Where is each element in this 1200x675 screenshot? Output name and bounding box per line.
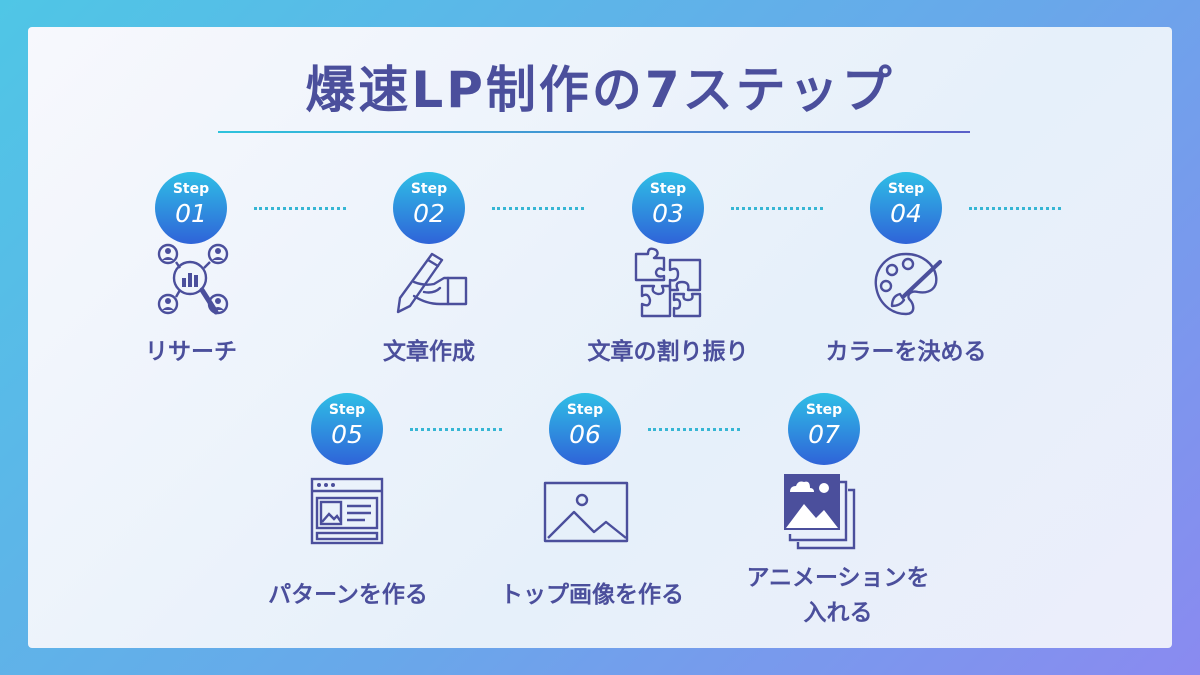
step-07-label-line2: 入れる xyxy=(803,600,873,626)
connector-dots-6 xyxy=(648,428,740,431)
step-03-step-label: Step xyxy=(649,181,687,197)
connector-dots-1 xyxy=(254,207,346,210)
step-05-step-label: Step xyxy=(328,402,366,418)
step-02-step-label: Step xyxy=(410,181,448,197)
step-04-badge: Step 04 xyxy=(870,172,942,244)
step-04-label: カラーを決める xyxy=(825,339,987,365)
image-icon xyxy=(543,481,629,543)
connector-dots-5 xyxy=(410,428,502,431)
palette-icon xyxy=(874,252,942,316)
step-07-number: 07 xyxy=(808,420,840,449)
step-04-step-label: Step xyxy=(887,181,925,197)
connector-dots-2 xyxy=(492,207,584,210)
step-07-label-line1: アニメーションを xyxy=(746,565,930,591)
image-stack-icon xyxy=(784,474,856,550)
step-07-badge: Step 07 xyxy=(788,393,860,465)
step-03-number: 03 xyxy=(652,199,684,228)
web-layout-icon xyxy=(310,477,384,545)
step-06-step-label: Step xyxy=(566,402,604,418)
content-panel xyxy=(28,27,1172,648)
title-underline xyxy=(218,131,970,133)
research-magnifier-icon xyxy=(157,243,229,315)
step-01-step-label: Step xyxy=(172,181,210,197)
step-06-label: トップ画像を作る xyxy=(500,582,684,608)
connector-dots-3 xyxy=(731,207,823,210)
step-02-badge: Step 02 xyxy=(393,172,465,244)
step-05-badge: Step 05 xyxy=(311,393,383,465)
connector-dots-4 xyxy=(969,207,1061,210)
step-07-step-label: Step xyxy=(805,402,843,418)
step-03-badge: Step 03 xyxy=(632,172,704,244)
hand-pen-icon xyxy=(396,252,468,314)
step-05-number: 05 xyxy=(331,420,363,449)
step-05-label: パターンを作る xyxy=(268,582,428,608)
step-01-badge: Step 01 xyxy=(155,172,227,244)
puzzle-icon xyxy=(634,247,702,318)
step-06-number: 06 xyxy=(569,420,601,449)
step-01-number: 01 xyxy=(175,199,207,228)
step-02-number: 02 xyxy=(413,199,445,228)
step-01-label: リサーチ xyxy=(145,339,237,365)
step-03-label: 文章の割り振り xyxy=(587,339,749,365)
step-06-badge: Step 06 xyxy=(549,393,621,465)
step-04-number: 04 xyxy=(890,199,922,228)
page-title: 爆速LP制作の7ステップ xyxy=(305,61,895,119)
step-02-label: 文章作成 xyxy=(383,339,475,365)
